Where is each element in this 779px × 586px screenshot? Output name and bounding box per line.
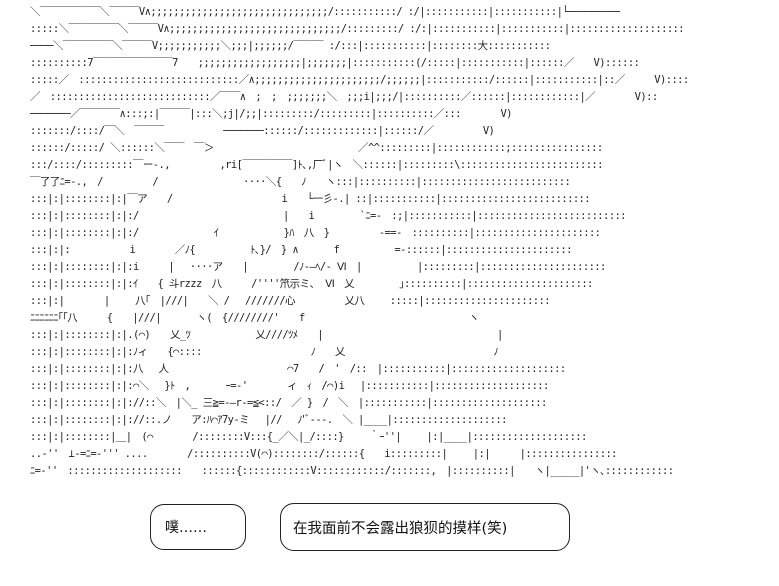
speech-bubble-large-text: 在我面前不会露出狼狈的摸样(笑) (293, 520, 508, 537)
art-line: :::|:| | 八｢ |///| ＼ / ///////心 乂八 :::::|… (30, 295, 551, 307)
art-line: :::/::::/:::::::::￣ー-., ,ri[￣￣￣￣￣]ﾄ､,厂ﾞ|… (30, 159, 603, 171)
art-line: ﾆ=-'' :::::::::::::::::::: ::::::{::::::… (30, 465, 674, 477)
art-line: ／ ::::::::::::::::::::::::::::／￣￣∧ ; ; ;… (30, 91, 658, 103)
art-line: :::|:|::::::::|:|.(⌒) 乂_ﾂ 乂////ﾂﾒ | | (30, 329, 503, 341)
ascii-art: ＼￣￣￣￣￣￣＼￣￣￣V∧;;;;;;;;;;;;;;;;;;;;;;;;;;;… (30, 4, 689, 480)
art-line: :::::＼￣￣￣￣￣＼￣￣￣V∧;;;;;;;;;;;;;;;;;;;;;;;… (30, 23, 685, 35)
art-line: ..-'' ⊥-=ﾆ=-''' .... /::::::::::V(⌒)::::… (30, 448, 618, 460)
art-line: :::|:|::::::::|:|:ｲ { 斗rzzz 八 /''''笊示ミ、 … (30, 278, 593, 290)
art-line: :::|:|::::::::|:|:八 人 ⌒7 / ' /:: |::::::… (30, 363, 566, 375)
art-line: :::|:|::::::::|:|://::.ノ ア:ﾊ⌒ｱ7y-ミ |// ﾉ… (30, 414, 507, 426)
art-line: ───────／￣￣￣￣∧:::;:|￣￣￣|:::＼;j|/;;|::::::… (30, 108, 513, 120)
art-line: :::|:|::::::::|:|:⌒＼ }ﾄ , ｰ=-' ィ ｨ /⌒)i … (30, 380, 549, 392)
speech-bubble-large: 在我面前不会露出狼狈的摸样(笑) (280, 503, 570, 551)
art-line: :::|:|::::::::|:|:/ | i `ﾆ=- :;|::::::::… (30, 210, 627, 222)
art-line: ＼￣￣￣￣￣￣＼￣￣￣V∧;;;;;;;;;;;;;;;;;;;;;;;;;;;… (30, 6, 620, 18)
art-line: :::::::/::::/￣＼ ￣￣￣ ───────::::::/::::::… (30, 125, 495, 137)
art-line: ﾆﾆﾆﾆﾆﾆ｢｢八 { |///| ヽ( {////////' f ヽ (30, 312, 479, 324)
art-line: ────＼￣￣￣￣￣＼￣￣￣V;;;;;;;;;;;＼;;;|;;;;;;/￣￣… (30, 40, 551, 52)
art-line: :::|:|::::::::|:|:/ ｲ }ﾊ 八 } -==- ::::::… (30, 227, 601, 239)
art-line: ::::::/:::::/ ＼::::::＼￣￣ ￣＞ ／^^:::::::::… (30, 142, 603, 154)
art-line: ::::::::::7￣￣￣￣￣￣￣￣7 ;;;;;;;;;;;;;;;;;;|… (30, 57, 640, 69)
art-line: :::|:|::::::::|:|:i | ····ア | /ﾉ-―ﾍ/- Ⅵ … (30, 261, 606, 273)
art-line: :::|:|: i ／ﾉ{ ﾄ､}/ } ∧ f =-::::::|::::::… (30, 244, 572, 256)
art-line: :::|:|::::::::|:|￣ア / i └一彡-.| ::|::::::… (30, 193, 591, 205)
art-line: :::|:|::::::::|＿| (⌒ /::::::::V:::{_／＼|_… (30, 431, 587, 443)
art-line: :::::／ ::::::::::::::::::::::::::::／∧;;;… (30, 74, 689, 86)
art-line: :::|:|::::::::|:|:ﾉィ {⌒:::: ﾉ 乂 ﾉ (30, 346, 499, 358)
speech-bubble-small-text: 噗…… (165, 520, 207, 536)
art-line: :::|:|::::::::|:|://::＼ |＼_ 三≧=-―r-=≦<::… (30, 397, 547, 409)
speech-bubble-small: 噗…… (150, 504, 246, 550)
art-line: ￣了了ﾆ=-., / / ····＼{ ﾉ ヽ:::|::::::::::|::… (30, 176, 571, 188)
